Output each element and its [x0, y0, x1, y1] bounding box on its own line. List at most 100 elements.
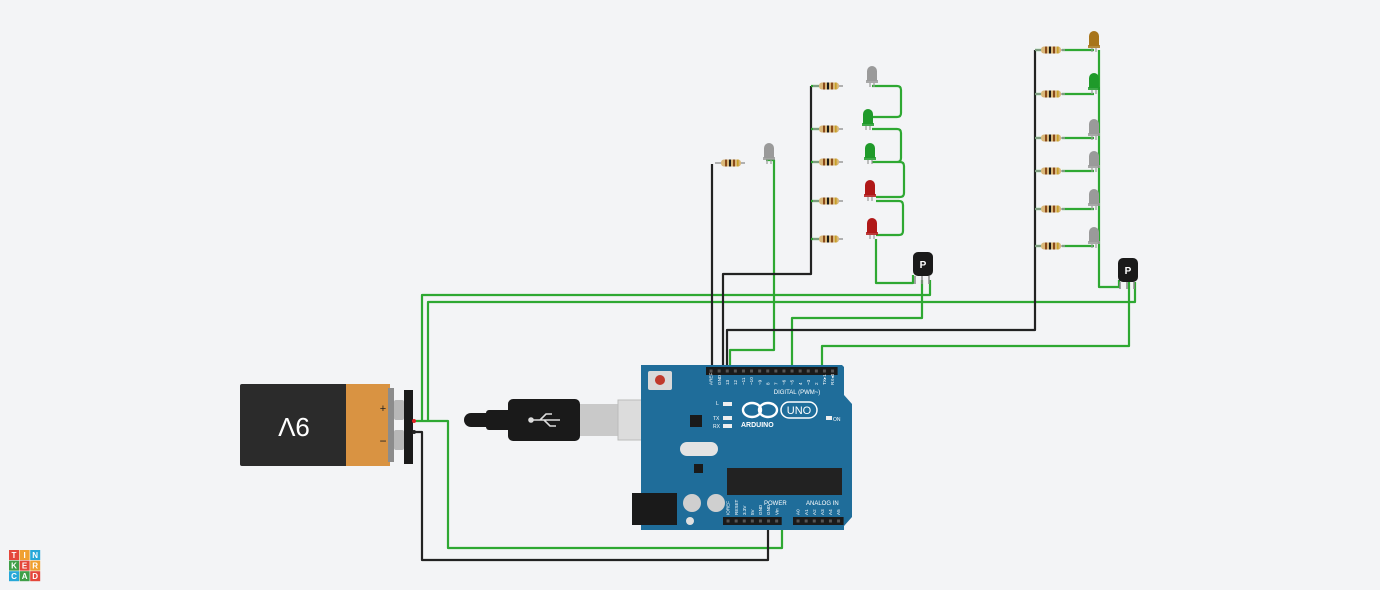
uno-badge: [780, 401, 818, 419]
pin-socket[interactable]: [717, 369, 721, 373]
wire-transistor2-base[interactable]: [820, 282, 1131, 367]
battery-minus-sign: −: [379, 434, 386, 448]
led[interactable]: [1088, 119, 1100, 140]
pin-label: GND: [717, 374, 722, 385]
logo-tile: [30, 560, 41, 571]
pin-socket[interactable]: [782, 369, 786, 373]
battery-plus-terminal[interactable]: [394, 400, 404, 420]
pin-socket[interactable]: [741, 369, 745, 373]
pin-socket[interactable]: [742, 519, 746, 523]
wire-battery-transistor2[interactable]: [426, 282, 1137, 421]
pin-socket[interactable]: [837, 519, 841, 523]
led[interactable]: [864, 143, 876, 164]
battery-minus-lead[interactable]: [412, 430, 416, 434]
pin-socket[interactable]: [758, 519, 762, 523]
led[interactable]: [1088, 189, 1100, 210]
resistor[interactable]: [1035, 205, 1065, 213]
led[interactable]: [1088, 73, 1100, 94]
pin-socket[interactable]: [828, 519, 832, 523]
led[interactable]: [1088, 227, 1100, 248]
pin-socket[interactable]: [750, 519, 754, 523]
resistor[interactable]: [813, 235, 843, 243]
arduino-uno[interactable]: UNO ARDUINO DIGITAL (PWM~) POWER ANALOG …: [632, 365, 852, 530]
battery-minus-terminal[interactable]: [394, 430, 404, 450]
pin-socket[interactable]: [790, 369, 794, 373]
wire-battery-transistor1[interactable]: [420, 280, 932, 421]
on-led: [826, 416, 832, 420]
led-label-rx: RX: [713, 424, 721, 430]
pin-socket[interactable]: [766, 369, 770, 373]
wire-group1-chain[interactable]: [872, 84, 915, 285]
resistor[interactable]: [715, 159, 745, 167]
transistor-1-label: P: [920, 260, 927, 271]
wire-battery-minus-gnd[interactable]: [414, 430, 770, 562]
wire-led-single-anode[interactable]: [728, 158, 776, 367]
pin-label: IOREF: [726, 501, 731, 515]
pin-label: 8: [765, 382, 770, 385]
battery-plus-lead[interactable]: [412, 419, 416, 423]
resistor[interactable]: [1035, 90, 1065, 98]
pin-socket[interactable]: [725, 369, 729, 373]
pin-socket[interactable]: [726, 519, 730, 523]
pin-socket[interactable]: [798, 369, 802, 373]
pin-socket[interactable]: [820, 519, 824, 523]
led[interactable]: [866, 66, 878, 87]
pin-socket[interactable]: [767, 519, 771, 523]
reset-button[interactable]: [655, 375, 665, 385]
led[interactable]: [1088, 151, 1100, 172]
pin-label: A4: [828, 509, 833, 515]
led[interactable]: [1088, 31, 1100, 52]
pin-socket[interactable]: [796, 519, 800, 523]
pin-label: RESET: [734, 499, 739, 515]
led[interactable]: [866, 218, 878, 239]
resistor[interactable]: [1035, 242, 1065, 250]
logo-letter: N: [32, 551, 38, 560]
pin-label: 3.3V: [742, 505, 747, 515]
status-leds: L TX RX: [713, 401, 732, 430]
pin-socket[interactable]: [750, 369, 754, 373]
pin-socket[interactable]: [804, 519, 808, 523]
pin-socket[interactable]: [709, 369, 713, 373]
resistor[interactable]: [1035, 134, 1065, 142]
pin-socket[interactable]: [812, 519, 816, 523]
wire-group1-gnd[interactable]: [721, 86, 813, 367]
wire-group2-chain[interactable]: [1062, 48, 1121, 289]
pin-socket[interactable]: [774, 369, 778, 373]
power-header-label: POWER: [764, 501, 787, 507]
pin-label: ~5: [790, 379, 795, 385]
wire-transistor1-base[interactable]: [790, 280, 924, 367]
resistor[interactable]: [1035, 167, 1065, 175]
pin-socket[interactable]: [734, 519, 738, 523]
led[interactable]: [864, 180, 876, 201]
pin-socket[interactable]: [775, 519, 779, 523]
led[interactable]: [763, 143, 775, 164]
pin-socket[interactable]: [822, 369, 826, 373]
wire-group2-gnd[interactable]: [725, 50, 1037, 367]
resistor[interactable]: [813, 197, 843, 205]
logo-letter: T: [12, 551, 17, 560]
wire-battery-plus-vin[interactable]: [414, 419, 784, 550]
transistor-1[interactable]: P: [913, 252, 933, 284]
pin-label: 13: [725, 379, 730, 385]
usb-cable[interactable]: [464, 399, 673, 441]
pin-socket[interactable]: [806, 369, 810, 373]
on-led-label: ON: [833, 417, 841, 423]
pin-socket[interactable]: [814, 369, 818, 373]
battery-9v[interactable]: 9V + −: [240, 384, 416, 466]
pin-socket[interactable]: [831, 369, 835, 373]
transistor-2[interactable]: P: [1118, 258, 1138, 289]
resistor[interactable]: [813, 158, 843, 166]
pin-socket[interactable]: [733, 369, 737, 373]
resistor[interactable]: [813, 125, 843, 133]
pin-label: RX◂0: [830, 373, 835, 385]
pin-label: GND: [758, 504, 763, 515]
resistor[interactable]: [1035, 46, 1065, 54]
led[interactable]: [862, 109, 874, 130]
pin-socket[interactable]: [758, 369, 762, 373]
resistor[interactable]: [813, 82, 843, 90]
